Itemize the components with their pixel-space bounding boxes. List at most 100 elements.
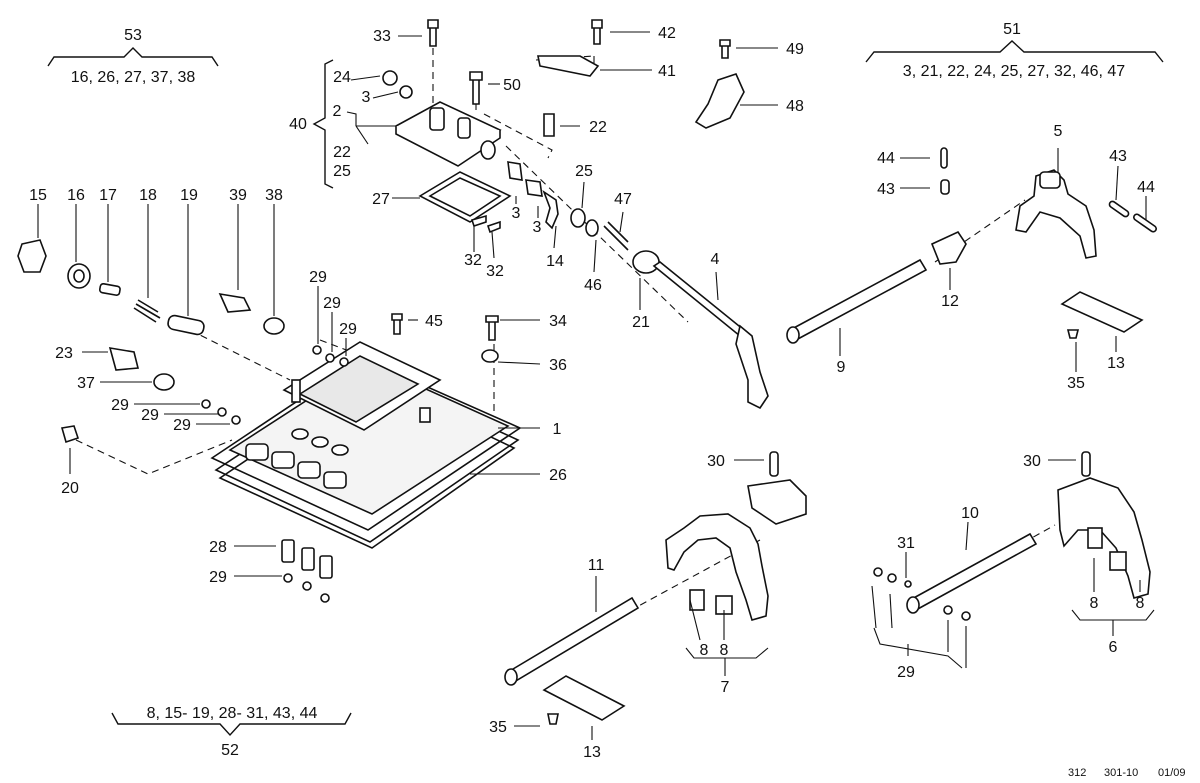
callout-21: 21 [632,314,650,331]
callout-49: 49 [786,41,804,58]
footer: 312 301-10 01/09 [1068,767,1186,779]
callout-31: 31 [897,535,915,552]
kit-40-item-24: 24 [333,69,351,86]
gasket-27 [418,171,512,223]
callout-29d: 29 [111,397,129,414]
callout-13b: 13 [583,744,601,761]
callout-16: 16 [67,187,85,204]
callout-25: 25 [575,163,593,180]
plate-13-upper [1060,291,1144,339]
kit-40-brace [312,59,334,189]
callout-43b: 43 [1109,148,1127,165]
callout-43a: 43 [877,181,895,198]
callout-13a: 13 [1107,355,1125,372]
callout-37: 37 [77,375,95,392]
detent-balls [201,345,971,621]
bolt-45 [391,313,403,335]
bolt-33 [427,19,439,47]
callout-20: 20 [61,480,79,497]
callout-10: 10 [961,505,979,522]
kit-51-brace [865,40,1164,63]
callout-42: 42 [658,25,676,42]
small-parts-upper [427,19,745,274]
kit-52: 8, 15- 19, 28- 31, 43, 44 52 [111,705,352,759]
callouts: 33 42 41 49 48 50 22 27 25 47 3 3 32 32 … [29,25,1155,761]
callout-30b: 30 [1023,453,1041,470]
callout-47: 47 [614,191,632,208]
housing-cover [210,341,522,549]
callout-39: 39 [229,187,247,204]
switch-23 [108,347,140,371]
callout-9: 9 [837,359,846,376]
callout-29b: 29 [323,295,341,312]
ring-37 [153,373,175,391]
callout-5: 5 [1054,123,1063,140]
callout-14: 14 [546,253,564,270]
callout-15: 15 [29,187,47,204]
callout-50: 50 [503,77,521,94]
kit-40-item-2: 2 [333,103,342,120]
pin-17 [98,282,121,296]
switch-39 [218,292,252,313]
callout-26: 26 [549,467,567,484]
bracket-48 [694,73,745,129]
bush-3 [507,161,523,181]
footer-ref: 301-10 [1104,767,1138,779]
kit-52-number: 52 [221,742,239,759]
bolt-49 [719,39,731,59]
callout-23: 23 [55,345,73,362]
spring-18 [133,299,161,323]
washer-46 [585,219,599,237]
callout-12: 12 [941,293,959,310]
callout-7: 7 [721,679,730,696]
callout-41: 41 [658,63,676,80]
callout-28: 28 [209,539,227,556]
bolt-32b [486,220,501,234]
kit-53: 53 16, 26, 27, 37, 38 [47,27,219,86]
callout-35a: 35 [1067,375,1085,392]
kit-52-contents: 8, 15- 19, 28- 31, 43, 44 [147,705,318,722]
callout-3b: 3 [533,219,542,236]
bolt-34 [485,315,499,341]
spring-47 [603,221,629,251]
callout-11: 11 [588,557,605,574]
bolt-20 [60,425,80,444]
springs-28 [281,539,333,579]
kit-40-item-3: 3 [362,89,371,106]
plug-19 [167,314,205,336]
kit-52-brace [111,712,352,737]
lever-14 [542,189,559,230]
selector-rod-9 [786,258,928,344]
callout-19: 19 [180,187,198,204]
fork-6 [1057,451,1151,599]
pins-43-44 [940,147,1157,233]
callout-46: 46 [584,277,602,294]
ring-36 [481,349,499,363]
kit-40: 40 24 3 2 22 25 [289,59,399,189]
callout-18: 18 [139,187,157,204]
callout-38: 38 [265,187,283,204]
footer-page: 312 [1068,767,1086,779]
kit-51-contents: 3, 21, 22, 24, 25, 27, 32, 46, 47 [903,63,1126,80]
plate-13-lower [542,675,626,725]
callout-33: 33 [373,28,391,45]
callout-8d: 8 [1136,595,1145,612]
bush-3b [525,179,543,197]
selector-rod-11 [504,596,640,686]
kit-53-number: 53 [124,27,142,44]
callout-30a: 30 [707,453,725,470]
bolt-32a [470,214,487,228]
callout-44a: 44 [877,150,895,167]
callout-29f: 29 [173,417,191,434]
selector-cover [382,70,502,167]
callout-29h: 29 [897,664,915,681]
kit-40-number: 40 [289,116,307,133]
callout-29a: 29 [309,269,327,286]
callout-29g: 29 [209,569,227,586]
kit-40-item-25: 25 [333,163,351,180]
washer-25 [570,208,586,228]
callout-27: 27 [372,191,390,208]
callout-36: 36 [549,357,567,374]
callout-45: 45 [425,313,443,330]
